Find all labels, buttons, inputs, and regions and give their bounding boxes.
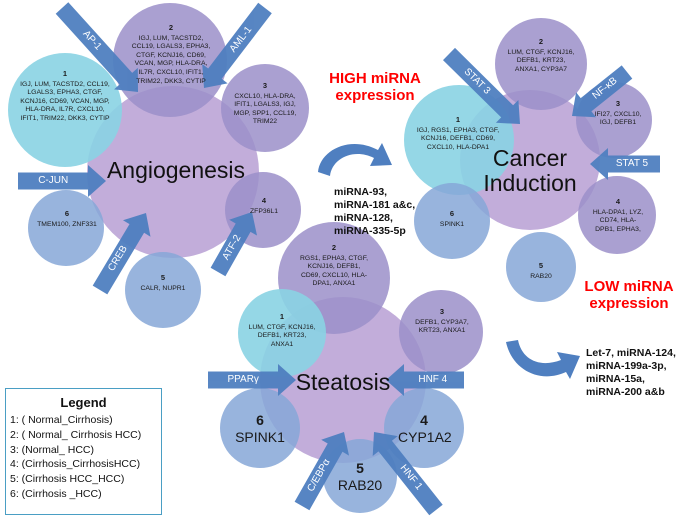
arrow-cjun bbox=[18, 165, 106, 197]
arrow-label-stat5: STAT 5 bbox=[615, 157, 649, 169]
low-expression-title: LOW miRNA expression bbox=[584, 278, 674, 312]
steatosis-circle-1 bbox=[238, 289, 326, 377]
arrow-label-pparg: PPARγ bbox=[227, 373, 259, 385]
low-mirna-4: miRNA-200 a&b bbox=[586, 386, 665, 398]
arrow-creb bbox=[92, 213, 151, 295]
arrow-hnf1 bbox=[372, 432, 443, 516]
arrow-stat3 bbox=[443, 47, 520, 124]
arrow-label-cjun: C-JUN bbox=[38, 174, 69, 186]
legend-item: 6: (Cirrhosis _HCC) bbox=[10, 487, 102, 500]
cancer-circle-4 bbox=[578, 176, 656, 254]
low-mirna-1: Let-7, miRNA-124, bbox=[586, 347, 676, 359]
arrow-ap1 bbox=[55, 2, 139, 92]
steatosis-circle-4 bbox=[384, 388, 464, 468]
angiogenesis-circle-3 bbox=[221, 64, 309, 152]
curved-arrow-low bbox=[506, 340, 580, 379]
cancer-circle-6 bbox=[414, 183, 490, 259]
cancer-circle-5 bbox=[506, 232, 576, 302]
arrow-aml1 bbox=[202, 2, 272, 88]
cancer-title: Cancer Induction bbox=[483, 145, 577, 196]
legend-box: Legend 1: ( Normal_Cirrhosis) 2: ( Norma… bbox=[5, 388, 162, 515]
angiogenesis-title: Angiogenesis bbox=[106, 157, 246, 183]
legend-item: 4: (Cirrhosis_CirrhosisHCC) bbox=[10, 458, 141, 471]
arrow-cebpa bbox=[294, 432, 349, 511]
legend-title: Legend bbox=[60, 395, 107, 410]
angiogenesis-circle-6 bbox=[28, 190, 104, 266]
angiogenesis-circle-5 bbox=[125, 252, 201, 328]
cancer-cluster bbox=[404, 18, 656, 302]
arrow-atf2 bbox=[210, 212, 257, 277]
angiogenesis-cluster bbox=[8, 3, 309, 328]
arrow-nfkb bbox=[572, 65, 633, 118]
steatosis-title: Steatosis bbox=[295, 369, 391, 395]
legend-item: 3: (Normal_ HCC) bbox=[10, 443, 95, 456]
low-mirna-2: miRNA-199a-3p, bbox=[586, 360, 667, 372]
angiogenesis-circle-2 bbox=[113, 3, 227, 117]
legend-item: 2: ( Normal_ Cirrhosis HCC) bbox=[10, 428, 142, 441]
steatosis-circle-3 bbox=[399, 290, 483, 374]
high-mirna-3: miRNA-128, bbox=[334, 212, 393, 224]
legend-item: 1: ( Normal_Cirrhosis) bbox=[10, 414, 113, 426]
angiogenesis-center-circle bbox=[87, 86, 259, 258]
high-mirna-list: miRNA-93, miRNA-181 a&c, miRNA-128, miRN… bbox=[334, 186, 444, 238]
curved-arrow-high bbox=[318, 143, 392, 176]
arrow-pparg bbox=[208, 364, 296, 396]
legend-item: 5: (Cirrhosis HCC_HCC) bbox=[10, 473, 125, 486]
high-mirna-4: miRNA-335-5p bbox=[334, 225, 406, 237]
high-mirna-2: miRNA-181 a&c, bbox=[334, 199, 416, 211]
steatosis-circle-5 bbox=[323, 439, 397, 513]
cancer-circle-1 bbox=[404, 85, 514, 195]
low-mirna-3: miRNA-15a, bbox=[586, 373, 645, 385]
arrow-stat5 bbox=[590, 148, 660, 180]
cancer-circle-2 bbox=[495, 18, 587, 110]
arrow-label-hnf4: HNF 4 bbox=[418, 373, 448, 385]
steatosis-cluster bbox=[220, 222, 483, 513]
high-mirna-1: miRNA-93, bbox=[334, 186, 388, 198]
steatosis-circle-6 bbox=[220, 388, 300, 468]
high-expression-title: HIGH miRNA expression bbox=[329, 70, 421, 104]
arrow-hnf4 bbox=[386, 364, 464, 396]
angiogenesis-circle-1 bbox=[8, 53, 122, 167]
low-mirna-list: Let-7, miRNA-124, miRNA-199a-3p, miRNA-1… bbox=[586, 347, 682, 399]
